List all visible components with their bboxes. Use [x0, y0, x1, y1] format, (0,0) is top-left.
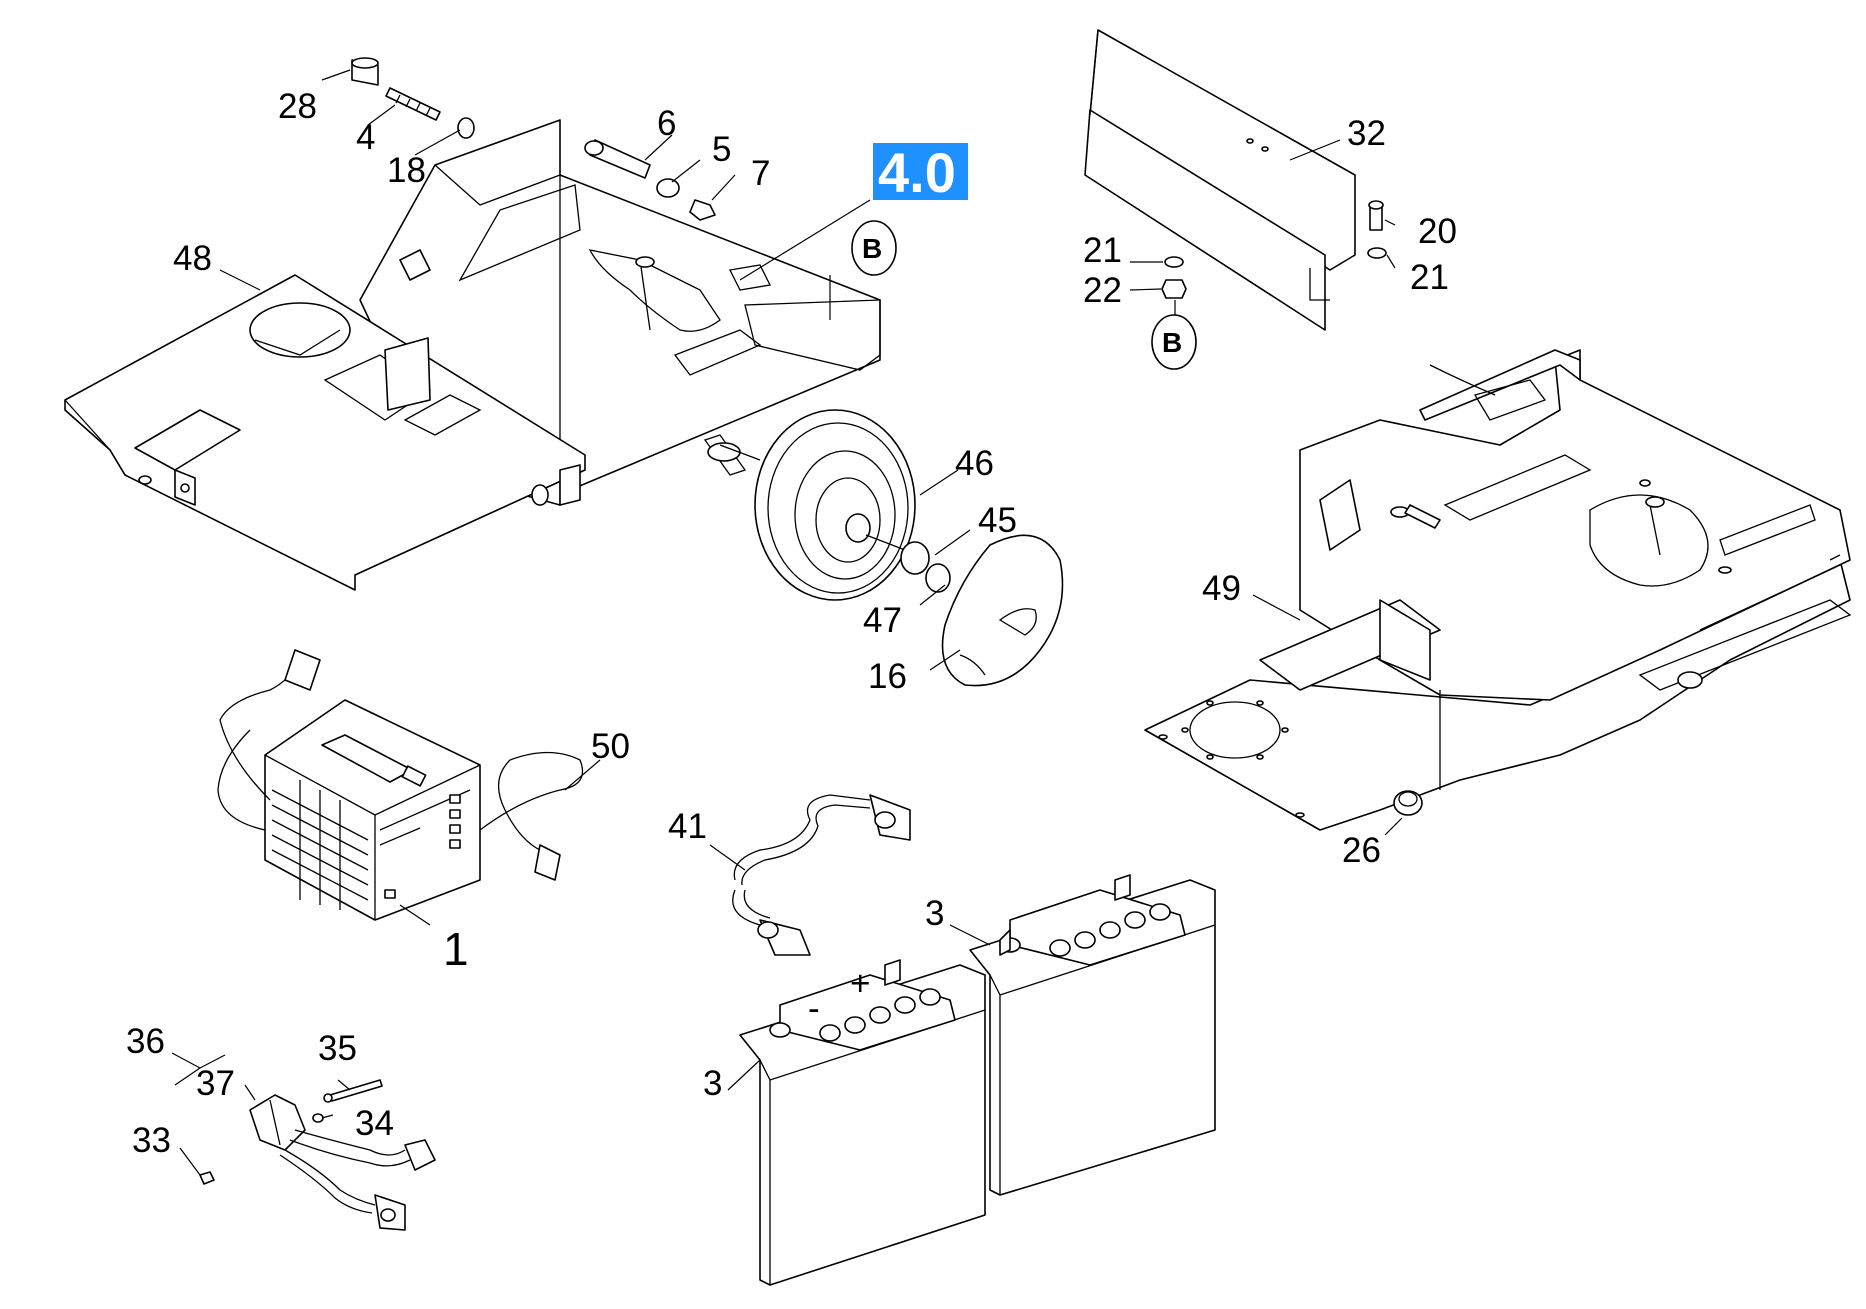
frame-leader-lines [219, 69, 871, 320]
callout-48: 48 [173, 239, 212, 278]
callout-36: 36 [126, 1022, 165, 1061]
callout-3-front: 3 [703, 1064, 722, 1103]
battery-front: + - [739, 959, 986, 1286]
callout-50: 50 [591, 727, 630, 766]
callout-34: 34 [355, 1104, 394, 1143]
battery-charger [217, 649, 584, 921]
callout-5: 5 [712, 130, 731, 169]
svg-text:B: B [862, 233, 882, 264]
callout-45: 45 [978, 501, 1017, 540]
callout-21-right: 21 [1410, 258, 1449, 297]
callout-20: 20 [1418, 212, 1457, 251]
callout-26: 26 [1342, 831, 1381, 870]
battery-rear [969, 874, 1216, 1196]
chassis-leader-lines [1252, 594, 1403, 836]
battery-cable [732, 794, 911, 956]
battery-leader-lines [727, 924, 991, 1091]
callout-18: 18 [387, 151, 426, 190]
callout-37: 37 [196, 1064, 235, 1103]
callout-7: 7 [751, 154, 770, 193]
callout-47: 47 [863, 601, 902, 640]
cable-leader-lines [709, 844, 746, 871]
callout-4: 4 [356, 118, 375, 157]
callout-46: 46 [955, 444, 994, 483]
callout-3-rear: 3 [925, 894, 944, 933]
battery-minus-terminal: - [808, 989, 820, 1028]
base-frame-assembly [64, 57, 881, 591]
wheel-assembly [754, 409, 1064, 687]
mounting-bracket-32 [1084, 29, 1387, 331]
callout-33: 33 [132, 1121, 171, 1160]
callout-22: 22 [1083, 271, 1122, 310]
callout-49: 49 [1202, 569, 1241, 608]
callout-41: 41 [668, 807, 707, 846]
section-b-marker-right: B [1151, 314, 1197, 370]
svg-text:B: B [1162, 327, 1182, 358]
callout-21-left: 21 [1083, 231, 1122, 270]
section-b-marker-top: B [851, 220, 897, 276]
callout-1: 1 [443, 923, 469, 975]
callout-16: 16 [868, 657, 907, 696]
callout-35: 35 [318, 1029, 357, 1068]
charging-connector-cable [199, 1079, 436, 1231]
connector-leader-lines [171, 1052, 351, 1176]
charger-leader-lines [399, 759, 601, 926]
callout-32: 32 [1347, 114, 1386, 153]
reference-badge[interactable]: 4.0 [873, 141, 968, 204]
battery-plus-terminal: + [850, 964, 870, 1003]
callout-6: 6 [657, 104, 676, 143]
wheel-leader-lines [919, 469, 971, 671]
chassis-frame-49 [1144, 349, 1852, 831]
callout-28: 28 [278, 87, 317, 126]
reference-badge-label: 4.0 [878, 141, 956, 204]
callout-numbers: 28 4 18 6 5 7 48 46 45 47 16 32 20 21 21… [126, 87, 1457, 1160]
